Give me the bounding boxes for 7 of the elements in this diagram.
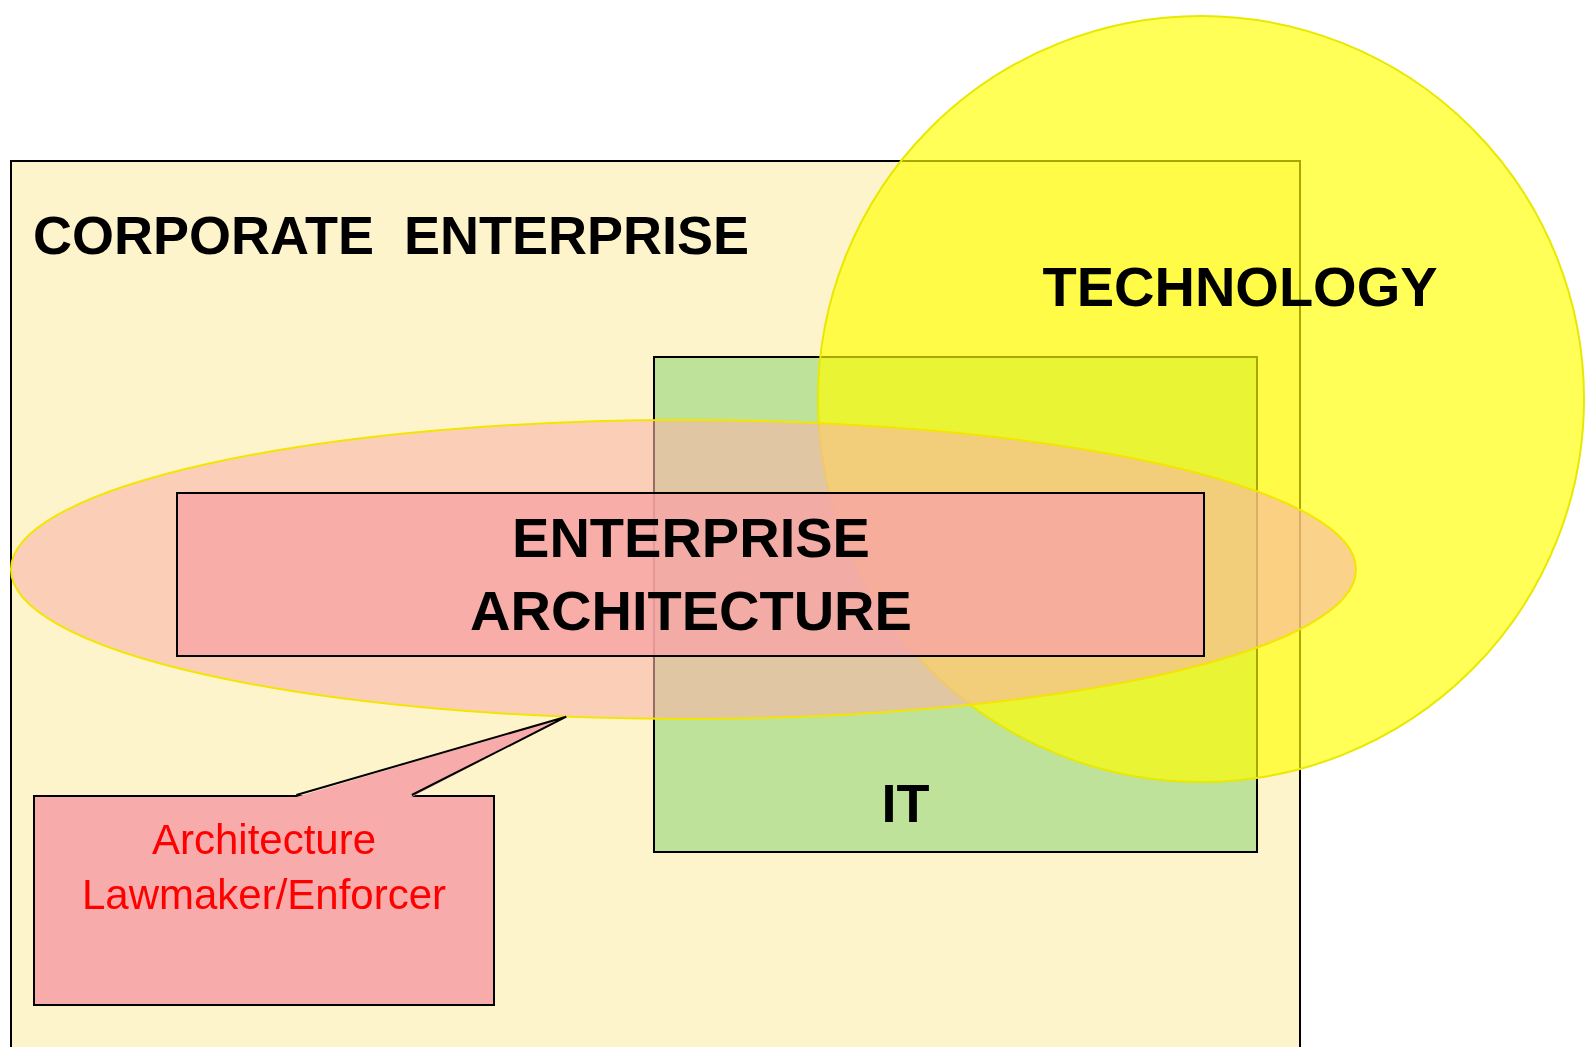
node-label: IT <box>880 772 931 835</box>
callout-tail <box>295 715 568 796</box>
node-label: TECHNOLOGY <box>1041 254 1439 320</box>
node-label: Architecture Lawmaker/Enforcer <box>80 815 448 920</box>
architecture-box <box>176 492 1205 657</box>
node-label: ENTERPRISE ARCHITECTURE <box>469 505 913 644</box>
node-label: CORPORATE ENTERPRISE <box>33 204 751 267</box>
